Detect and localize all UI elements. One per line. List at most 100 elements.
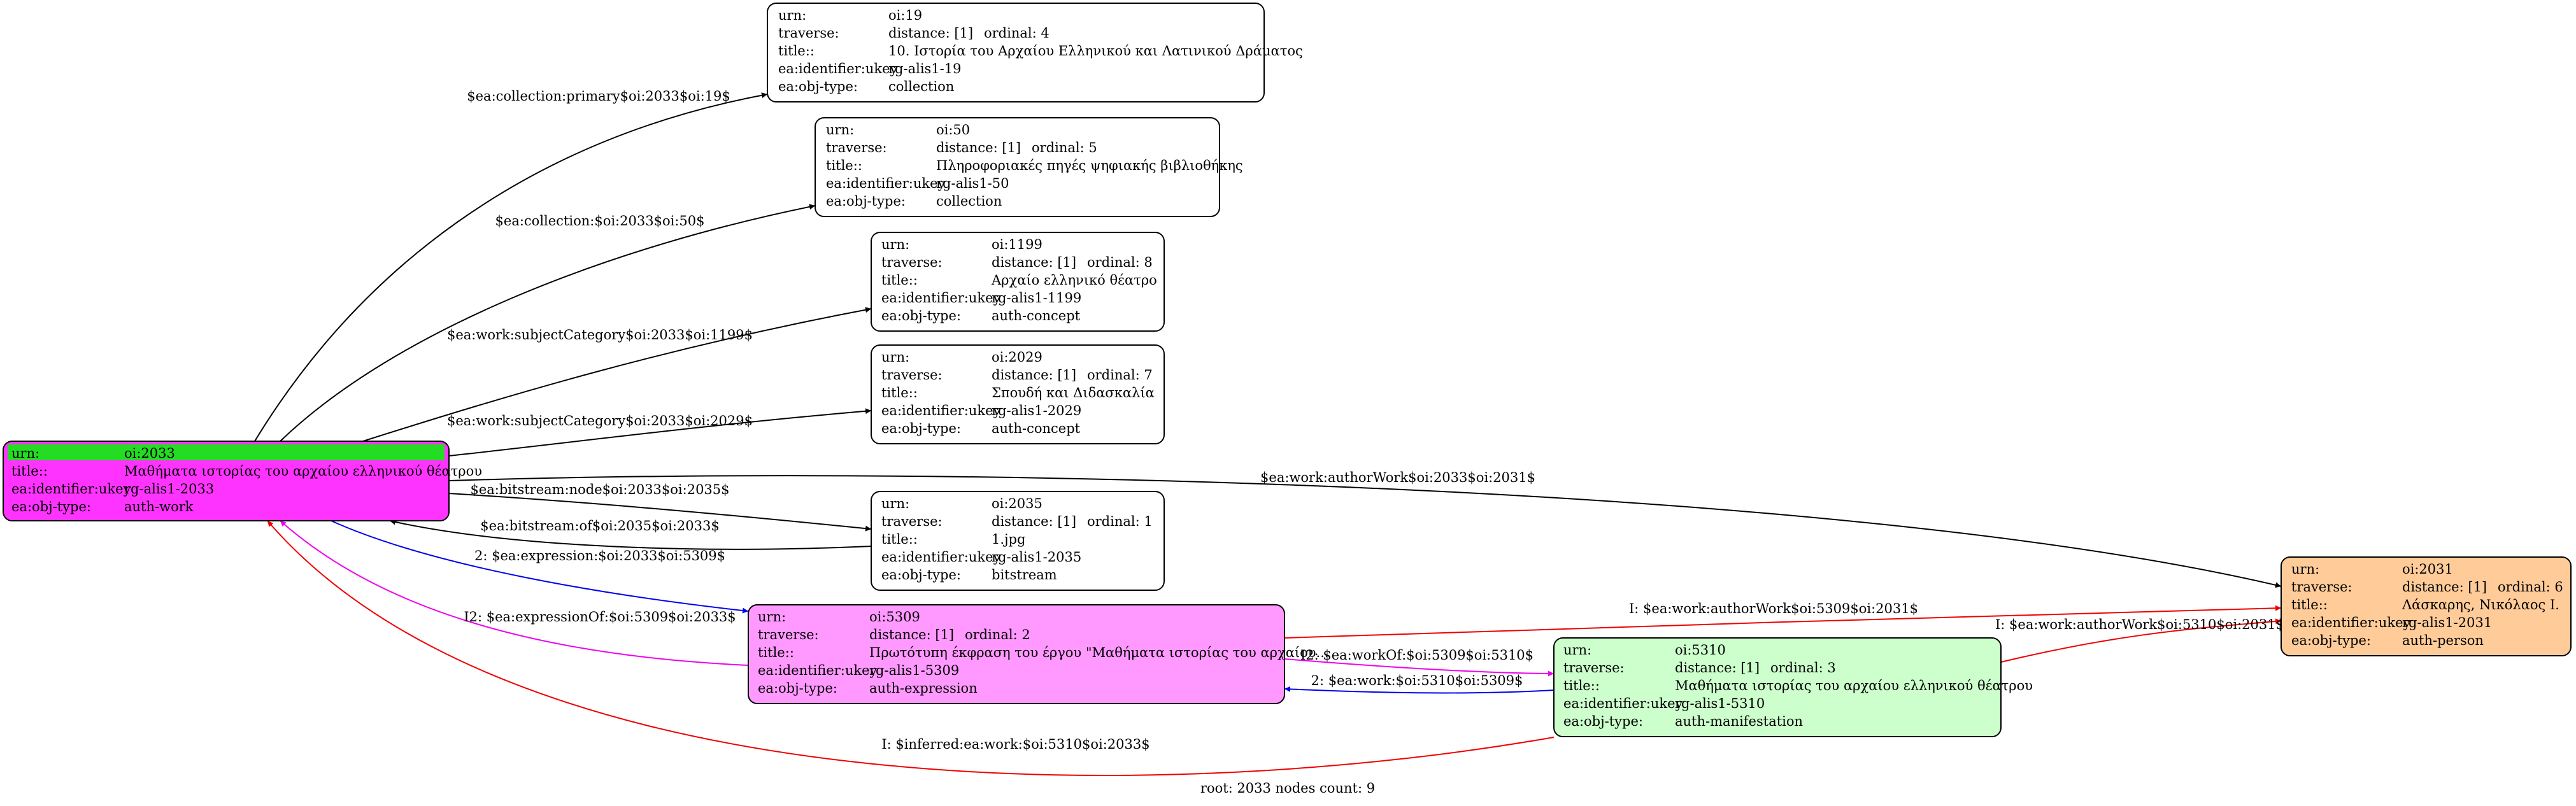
node-key: traverse: — [1563, 660, 1625, 675]
node-value: Πληροφοριακές πηγές ψηφιακής βιβλιοθήκης — [936, 158, 1243, 173]
node-oi-2033[interactable]: urn: oi:2033 title:: Μαθήματα ιστορίας τ… — [3, 441, 482, 521]
node-key: urn: — [758, 609, 786, 625]
node-key: title:: — [881, 385, 918, 400]
node-value-ordinal: ordinal: 2 — [965, 627, 1030, 642]
node-key: urn: — [1563, 642, 1591, 658]
node-key: ea:identifier:ukey — [2291, 615, 2411, 630]
edge-label: I: $ea:work:authorWork$oi:5309$oi:2031$ — [1629, 601, 1918, 616]
edge-bitstream-of — [389, 519, 872, 550]
node-key: traverse: — [881, 367, 943, 383]
node-value-ordinal: ordinal: 4 — [984, 25, 1050, 41]
node-value: Μαθήματα ιστορίας του αρχαίου ελληνικού … — [124, 463, 482, 479]
edge-subject-category-1199 — [362, 307, 872, 442]
node-oi-2035[interactable]: urn: oi:2035 traverse: distance: [1] ord… — [871, 491, 1165, 591]
node-value: bitstream — [992, 567, 1057, 583]
node-value: oi:1199 — [992, 237, 1042, 252]
node-key: title:: — [881, 532, 918, 547]
edge-collection-primary — [254, 92, 768, 442]
node-value: 10. Ιστορία του Αρχαίου Ελληνικού και Λα… — [888, 43, 1303, 59]
node-value-ordinal: ordinal: 8 — [1087, 255, 1153, 270]
node-key: ea:obj-type: — [826, 194, 906, 209]
node-key: ea:identifier:ukey — [11, 481, 131, 497]
node-value: oi:5310 — [1675, 642, 1726, 658]
node-key: title:: — [826, 158, 862, 173]
node-value: rg-alis1-2031 — [2402, 615, 2492, 630]
node-oi-2031[interactable]: urn: oi:2031 traverse: distance: [1] ord… — [2281, 556, 2572, 656]
node-key: urn: — [2291, 562, 2319, 577]
node-key: traverse: — [826, 140, 887, 155]
edge-label: $ea:collection:$oi:2033$oi:50$ — [495, 213, 705, 229]
node-value: distance: [1] — [2402, 579, 2487, 595]
node-value: rg-alis1-5309 — [869, 663, 959, 678]
node-value: distance: [1] — [936, 140, 1021, 155]
node-value: rg-alis1-2035 — [992, 549, 1081, 565]
node-box — [3, 441, 450, 521]
node-key: ea:identifier:ukey — [1563, 696, 1683, 711]
node-value: auth-person — [2402, 633, 2484, 648]
node-key: ea:identifier:ukey — [826, 176, 946, 191]
node-value: auth-work — [124, 499, 194, 514]
node-value: auth-concept — [992, 421, 1081, 436]
edge-author-work-5310 — [2000, 618, 2282, 663]
edge-bitstream-node — [448, 493, 872, 532]
edge-work-of — [1284, 658, 1555, 677]
node-key: title:: — [11, 463, 48, 479]
node-oi-50[interactable]: urn: oi:50 traverse: distance: [1] ordin… — [815, 117, 1243, 217]
edge-label: I: $inferred:ea:work:$oi:5310$oi:2033$ — [881, 737, 1149, 752]
node-key: traverse: — [778, 25, 839, 41]
node-key: title:: — [881, 272, 918, 288]
node-box — [871, 491, 1165, 591]
edge-expression — [331, 520, 749, 614]
node-oi-2029[interactable]: urn: oi:2029 traverse: distance: [1] ord… — [871, 344, 1165, 444]
node-key: title:: — [1563, 678, 1600, 693]
node-key: title:: — [778, 43, 815, 59]
node-key: urn: — [826, 122, 854, 138]
node-value: oi:2031 — [2402, 562, 2453, 577]
node-value: collection — [936, 194, 1002, 209]
node-oi-19[interactable]: urn: oi:19 traverse: distance: [1] ordin… — [767, 3, 1303, 103]
node-value: oi:50 — [936, 122, 970, 138]
node-value-ordinal: ordinal: 1 — [1087, 514, 1153, 529]
node-key: ea:obj-type: — [1563, 714, 1643, 729]
node-value: auth-manifestation — [1675, 714, 1803, 729]
node-key: traverse: — [758, 627, 819, 642]
node-key: ea:obj-type: — [758, 681, 837, 696]
edge-label: $ea:bitstream:node$oi:2033$oi:2035$ — [470, 482, 729, 497]
node-value: auth-concept — [992, 308, 1081, 323]
node-key: urn: — [778, 8, 806, 23]
node-key: ea:identifier:ukey — [778, 61, 898, 76]
node-value: distance: [1] — [1675, 660, 1760, 675]
node-value: oi:2035 — [992, 496, 1042, 511]
node-key: ea:obj-type: — [881, 567, 961, 583]
node-key: ea:identifier:ukey — [881, 549, 1001, 565]
edge-label: 2: $ea:work:$oi:5310$oi:5309$ — [1311, 673, 1523, 688]
node-box — [2281, 556, 2572, 656]
edge-label: $ea:work:authorWork$oi:2033$oi:2031$ — [1260, 470, 1535, 485]
node-box — [767, 3, 1265, 103]
edge-label: $ea:collection:primary$oi:2033$oi:19$ — [467, 88, 730, 104]
node-key: title:: — [2291, 597, 2328, 612]
node-value-ordinal: ordinal: 6 — [2498, 579, 2563, 595]
edge-label: I2: $ea:workOf:$oi:5309$oi:5310$ — [1300, 647, 1534, 663]
node-oi-5310[interactable]: urn: oi:5310 traverse: distance: [1] ord… — [1553, 637, 2033, 737]
edge-work — [1284, 686, 1555, 694]
node-key: urn: — [881, 237, 909, 252]
node-value: rg-alis1-1199 — [992, 290, 1081, 306]
node-key: urn: — [881, 496, 909, 511]
node-key: title:: — [758, 645, 794, 660]
node-value: rg-alis1-19 — [888, 61, 962, 76]
node-box — [1553, 637, 2002, 737]
node-value: rg-alis1-5310 — [1675, 696, 1765, 711]
edge-label: $ea:work:subjectCategory$oi:2033$oi:2029… — [447, 413, 753, 428]
node-oi-5309[interactable]: urn: oi:5309 traverse: distance: [1] ord… — [748, 604, 1329, 704]
node-key: ea:obj-type: — [881, 421, 961, 436]
edge-label: $ea:work:subjectCategory$oi:2033$oi:1199… — [447, 327, 753, 343]
node-oi-1199[interactable]: urn: oi:1199 traverse: distance: [1] ord… — [871, 232, 1165, 332]
node-box — [871, 232, 1165, 332]
node-key: ea:obj-type: — [778, 79, 858, 94]
node-key: ea:obj-type: — [11, 499, 91, 514]
node-value: Σπουδή και Διδασκαλία — [992, 385, 1155, 400]
node-value-ordinal: ordinal: 7 — [1087, 367, 1153, 383]
